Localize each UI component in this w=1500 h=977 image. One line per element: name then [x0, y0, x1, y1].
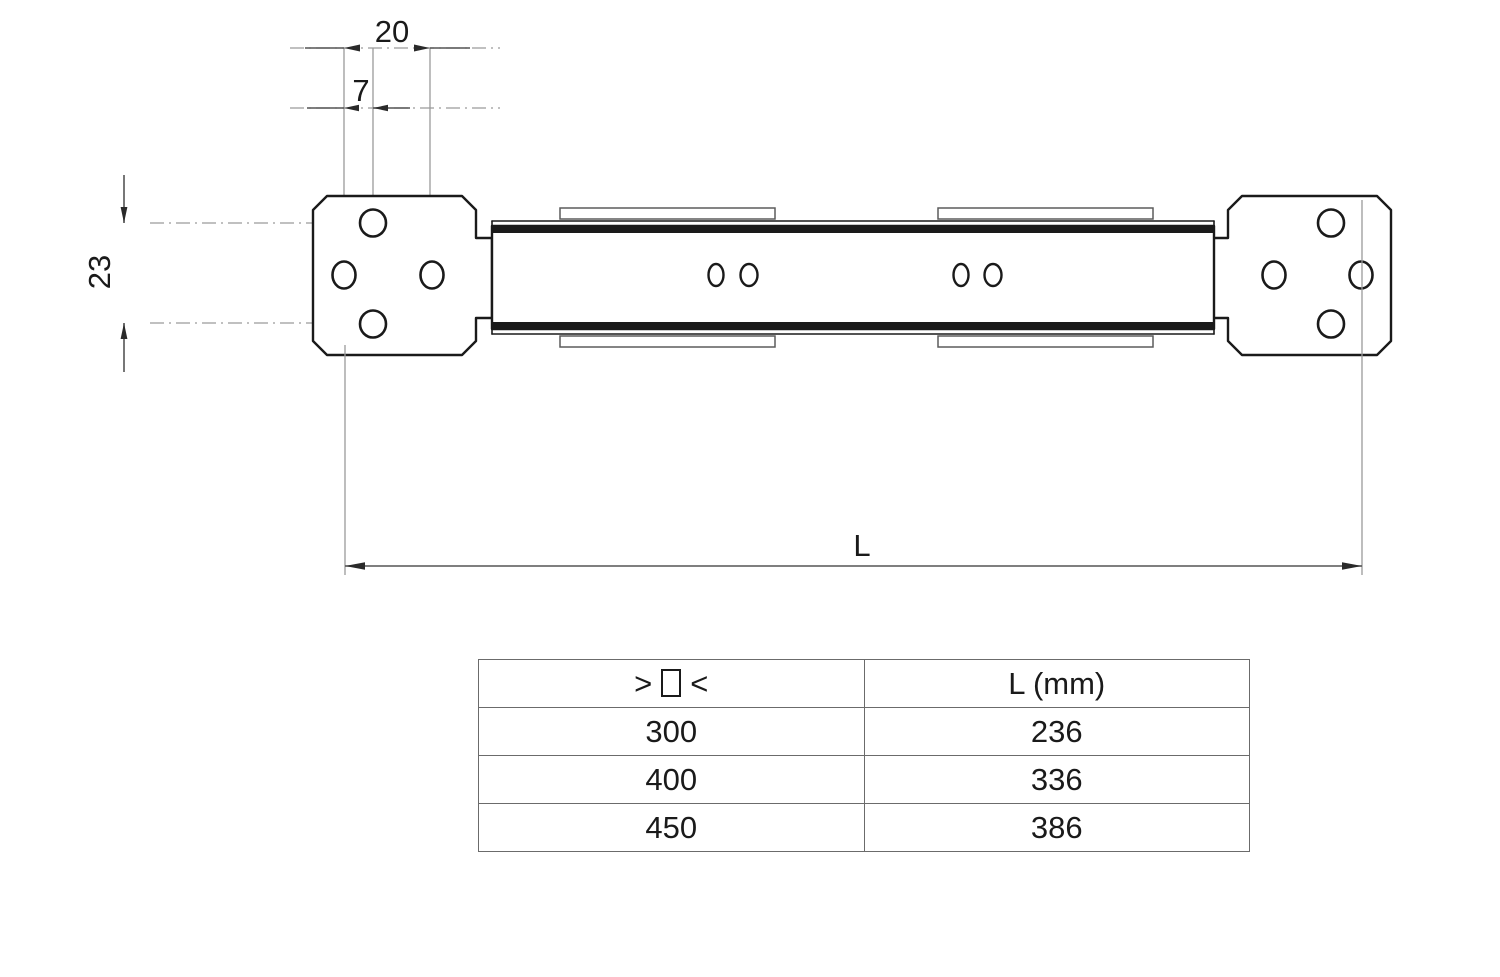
- table-cell-length-336: 336: [863, 755, 1250, 804]
- left-bracket: [311, 194, 494, 357]
- dim-L-group: L: [344, 200, 1363, 575]
- specification-table: >< L (mm) 300 236 400 336 450 386: [478, 659, 1250, 852]
- bearing-strip-top-right: [937, 207, 1154, 220]
- table-cell-size-450: 450: [478, 803, 865, 852]
- right-bracket-hole-mid-right: [1348, 260, 1374, 290]
- left-bracket-hole-bottom: [358, 309, 388, 339]
- dim-7-group: 7: [307, 73, 410, 112]
- bearing-strip-bottom-left: [559, 335, 776, 348]
- table-header-length: L (mm): [863, 659, 1250, 708]
- dim-7-arrow-right: [373, 104, 388, 112]
- table-cell-size-400: 400: [478, 755, 865, 804]
- table-cell-length-236: 236: [863, 707, 1250, 756]
- dim-20-arrow-right: [414, 44, 430, 52]
- table-header-row: >< L (mm): [478, 659, 1250, 708]
- dim-23-arrow-bottom: [120, 323, 128, 339]
- dim-23-label: 23: [82, 255, 117, 289]
- table-cell-length-386: 386: [863, 803, 1250, 852]
- right-bracket-hole-mid-left: [1261, 260, 1287, 290]
- dim-20-arrow-left: [344, 44, 360, 52]
- rail-hole-2: [739, 262, 759, 288]
- left-bracket-outline: [311, 194, 494, 357]
- square-icon: [661, 669, 682, 697]
- dim-L-arrow-left: [345, 562, 365, 570]
- dim-7-arrow-left: [344, 104, 359, 112]
- dim-L-arrow-right: [1342, 562, 1362, 570]
- slide-rail-top-flange: [492, 226, 1214, 233]
- bearing-strip-top-left: [559, 207, 776, 220]
- dim-L-label: L: [853, 528, 870, 563]
- slide-rail-assembly: [490, 207, 1216, 348]
- dim-20-group: 20: [305, 14, 470, 52]
- dim-20-label: 20: [375, 14, 409, 49]
- table-header-size: ><: [478, 659, 865, 708]
- left-bracket-hole-mid-left: [331, 260, 357, 290]
- dim-7-label: 7: [352, 73, 369, 108]
- slide-rail-body: [490, 224, 1216, 331]
- dim-23-arrow-top: [120, 207, 128, 223]
- right-bracket-hole-bottom: [1316, 309, 1346, 339]
- table-row: 450 386: [478, 803, 1250, 852]
- left-bracket-hole-mid-right: [419, 260, 445, 290]
- dim-23-group: 23: [82, 175, 128, 372]
- right-bracket: [1210, 194, 1393, 357]
- header-lt-symbol: <: [690, 666, 709, 701]
- table-row: 300 236: [478, 707, 1250, 756]
- right-bracket-outline: [1210, 194, 1393, 357]
- rail-hole-4: [983, 262, 1003, 288]
- bearing-strip-bottom-right: [937, 335, 1154, 348]
- slide-rail-bottom-flange: [492, 322, 1214, 329]
- rail-hole-1: [707, 262, 725, 288]
- table-row: 400 336: [478, 755, 1250, 804]
- table-cell-size-300: 300: [478, 707, 865, 756]
- header-gt-symbol: >: [634, 666, 653, 701]
- rail-hole-3: [952, 262, 970, 288]
- left-bracket-hole-top: [358, 208, 388, 238]
- right-bracket-hole-top: [1316, 208, 1346, 238]
